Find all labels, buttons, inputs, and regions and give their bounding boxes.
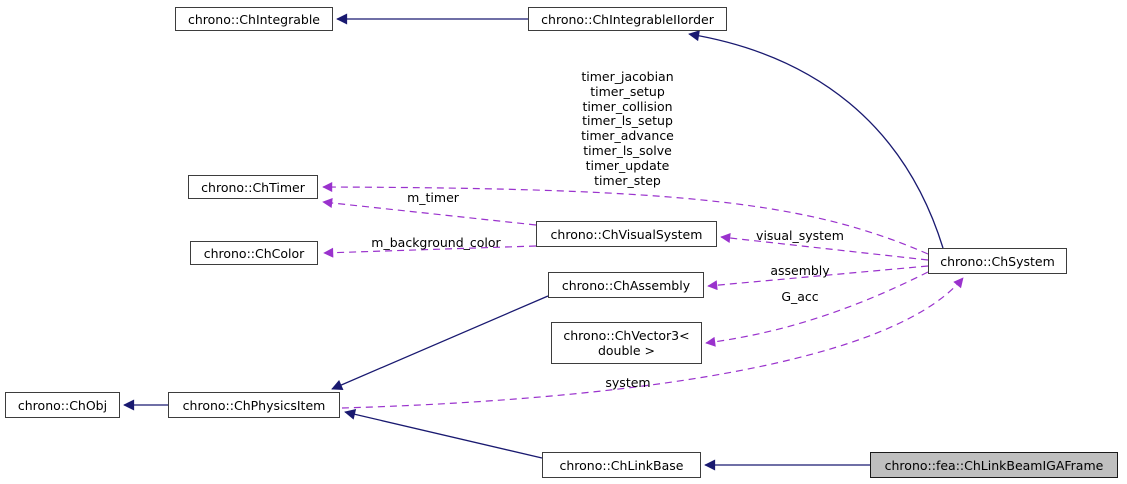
class-node-chsystem[interactable]: chrono::ChSystem <box>928 248 1067 274</box>
edge-label-timer-member: timer_jacobian <box>581 69 674 84</box>
class-node-chcolor[interactable]: chrono::ChColor <box>190 241 318 265</box>
edge-label-timer-member: timer_ls_solve <box>583 142 672 158</box>
edge-label-timer-member: timer_ls_setup <box>582 113 673 129</box>
class-node-chlinkbase[interactable]: chrono::ChLinkBase <box>542 452 701 478</box>
edge-visualsystem-to-timer <box>322 198 537 226</box>
edge-system-to-timer <box>322 182 929 255</box>
edge-linkbase-to-physicsitem <box>344 408 543 459</box>
edge-label-m-background-color: m_background_color <box>371 235 501 250</box>
class-node-chvector3[interactable]: chrono::ChVector3< double > <box>551 322 702 364</box>
edge-label-g-acc: G_acc <box>781 289 819 304</box>
edge-system-to-integrableiiorder <box>688 30 944 249</box>
edge-label-timer-member: timer_collision <box>582 98 673 114</box>
edge-label-system: system <box>605 375 651 390</box>
edge-label-timer-member: timer_advance <box>581 128 674 144</box>
edge-system-to-vector3 <box>705 271 929 347</box>
class-node-chintegrableiiorder[interactable]: chrono::ChIntegrableIIorder <box>528 7 727 31</box>
class-node-chphysicsitem[interactable]: chrono::ChPhysicsItem <box>168 392 340 418</box>
class-node-chvisualsystem[interactable]: chrono::ChVisualSystem <box>536 221 717 247</box>
class-node-chvector3-line2: double > <box>597 343 656 358</box>
edge-label-timer-member: timer_step <box>594 172 661 188</box>
class-node-chtimer[interactable]: chrono::ChTimer <box>188 175 318 199</box>
edge-label-assembly: assembly <box>770 263 830 278</box>
edge-system-to-assembly <box>707 265 929 291</box>
edge-label-timer-member: timer_setup <box>590 83 665 99</box>
class-node-chassembly[interactable]: chrono::ChAssembly <box>548 272 704 298</box>
edge-physicsitem-to-system <box>341 277 964 409</box>
class-node-chobj[interactable]: chrono::ChObj <box>5 392 120 418</box>
edge-label-timer-member: timer_update <box>585 157 670 173</box>
edge-label-timer-members: timer_jacobian timer_setup timer_collisi… <box>540 69 715 188</box>
edge-system-to-visualsystem <box>720 233 929 261</box>
class-node-chintegrable[interactable]: chrono::ChIntegrable <box>175 7 333 31</box>
edge-label-visual-system: visual_system <box>756 228 844 243</box>
edge-label-m-timer: m_timer <box>407 190 459 205</box>
edge-assembly-to-physicsitem <box>331 295 549 391</box>
class-node-chlinkbeamigaframe-current: chrono::fea::ChLinkBeamIGAFrame <box>870 452 1118 478</box>
class-node-chvector3-line1: chrono::ChVector3< <box>563 328 690 343</box>
